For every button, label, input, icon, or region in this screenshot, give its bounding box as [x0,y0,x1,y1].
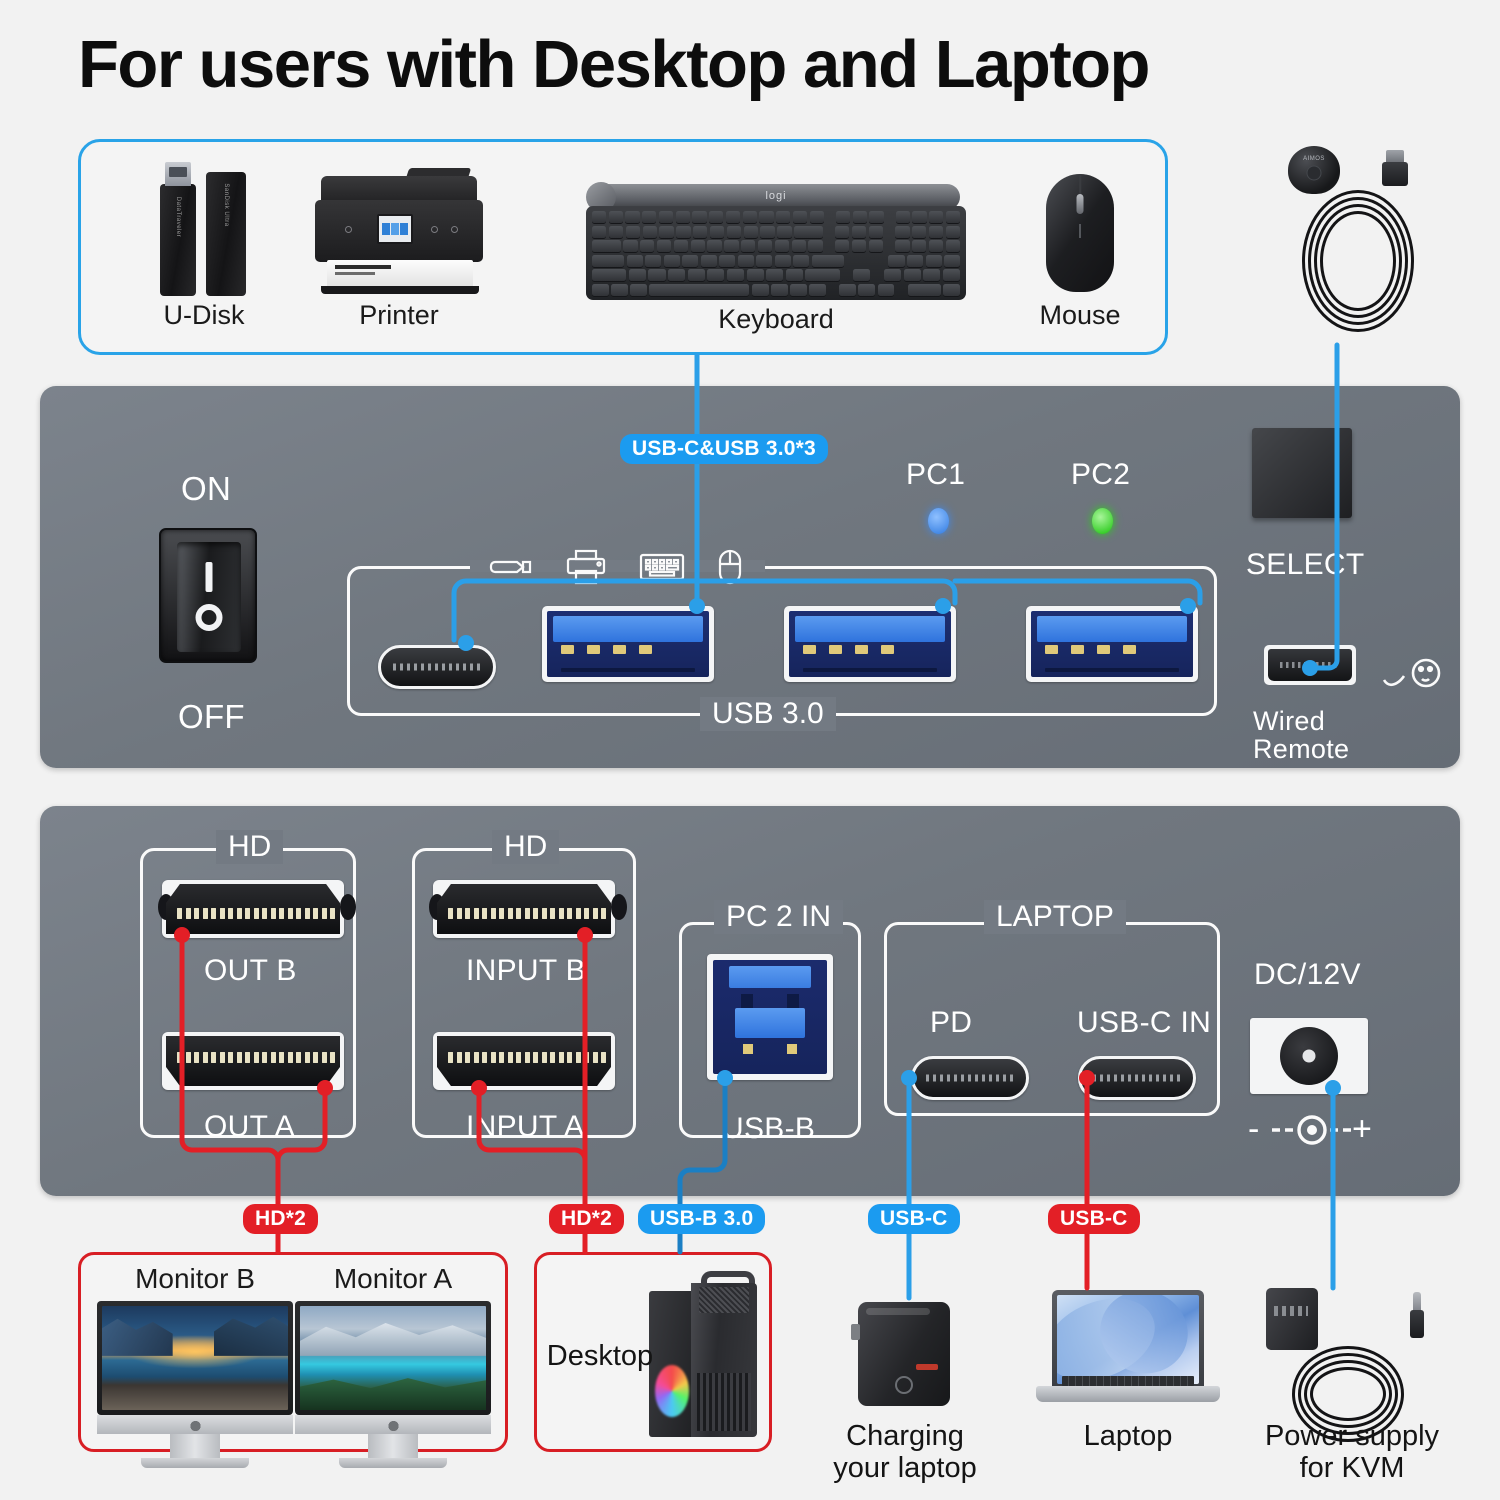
usb-drive-icon [487,549,533,585]
dc-label: DC/12V [1254,958,1361,991]
hd-input-group-label: HD [492,830,560,864]
peripheral-mouse: Mouse [1019,164,1141,331]
hdmi-out-a-port[interactable] [162,1032,344,1090]
keyboard-icon: logi [576,168,976,300]
desktop-group-box [534,1252,772,1452]
polarity-minus: - [1248,1110,1260,1148]
out-b-label: OUT B [204,954,297,987]
power-on-label: ON [181,470,232,507]
power-rocker-switch[interactable] [159,528,257,663]
peripheral-printer: Printer [299,164,499,331]
pd-label: PD [930,1006,973,1039]
select-label: SELECT [1246,548,1365,581]
keyboard-brand: logi [765,190,787,202]
out-a-label: OUT A [204,1110,295,1143]
usb3-port-2[interactable] [784,606,956,682]
wired-remote-label-2: Remote [1253,734,1350,764]
usb-b-port[interactable] [707,954,833,1080]
printer-icon [299,164,499,296]
monitors-group-box: Monitor B Monitor A [78,1252,508,1468]
monitor-b: Monitor B [97,1263,293,1468]
peripheral-keyboard: logi [576,168,976,335]
laptop-label: Laptop [1083,1420,1173,1452]
psu-label-1: Power supply [1264,1420,1440,1452]
mouse-icon [715,549,745,585]
polarity-icon [1248,1112,1376,1148]
usb3-group-label: USB 3.0 [700,697,836,731]
desktop-tower-icon [649,1271,759,1437]
cable-badge-hd2-input: HD*2 [549,1204,624,1234]
power-off-label: OFF [178,698,245,735]
select-button[interactable] [1252,428,1352,518]
usb3-port-1[interactable] [542,606,714,682]
usbc-host-port[interactable] [378,645,496,689]
cable-badge-hd2-out: HD*2 [243,1204,318,1234]
wired-remote-device: AIMOS [1278,140,1468,360]
hdmi-out-b-port[interactable] [158,880,356,938]
input-a-label: INPUT A [466,1110,585,1143]
cable-badge-usbc-pd: USB-C [868,1204,960,1234]
usb-flash-drive-icon: DataTraveler SanDisk Ultra [121,162,287,296]
pc2-label: PC2 [1071,458,1131,491]
keyboard-icon [639,549,685,585]
page-title: For users with Desktop and Laptop [78,27,1150,102]
cable-badge-usbb30: USB-B 3.0 [638,1204,766,1234]
remote-button-icon[interactable]: AIMOS [1288,146,1340,194]
charging-label-1: Charging [846,1420,964,1452]
peripheral-label: Keyboard [718,304,834,334]
laptop-charger-icon [851,1302,950,1406]
laptop-group-label: LAPTOP [984,900,1126,934]
wired-remote-label-1: Wired [1253,706,1326,736]
cable-badge-usbc-laptop: USB-C [1048,1204,1140,1234]
pc2-led [1092,508,1113,534]
peripheral-label: Printer [359,300,439,330]
dc-power-jack[interactable] [1250,1018,1368,1094]
printer-icon [563,549,609,585]
peripherals-group-box: DataTraveler SanDisk Ultra U-Disk [78,139,1168,355]
cable-badge-usbc-usb3: USB-C&USB 3.0*3 [620,434,828,464]
micro-usb-plug-icon [1382,150,1408,186]
monitor-b-label: Monitor B [135,1263,255,1294]
hd-out-group-label: HD [216,830,284,864]
peripheral-label: Mouse [1039,300,1121,330]
hdmi-input-a-port[interactable] [433,1032,615,1090]
mouse-icon [1019,164,1141,296]
power-supply-icon [1252,1288,1442,1448]
peripheral-label: U-Disk [163,300,245,330]
monitor-a: Monitor A [295,1263,491,1468]
usb3-port-3[interactable] [1026,606,1198,682]
wired-remote-jack[interactable] [1264,645,1356,685]
usb-b-label: USB-B [722,1112,816,1145]
pc1-label: PC1 [906,458,966,491]
desktop-label: Desktop [546,1340,654,1372]
cable-coil-icon [1300,188,1420,338]
monitor-a-label: Monitor A [333,1263,453,1294]
usbc-in-port[interactable] [1078,1056,1196,1100]
pc1-led [928,508,949,534]
input-b-label: INPUT B [466,954,586,987]
remote-wave-icon [1382,650,1444,696]
laptop-icon [1036,1290,1220,1408]
apple-logo-icon [189,1418,201,1431]
peripheral-udisk: DataTraveler SanDisk Ultra U-Disk [121,162,287,331]
charging-label-2: your laptop [833,1452,977,1484]
usbc-in-label: USB-C IN [1077,1006,1212,1039]
apple-logo-icon [387,1418,399,1431]
polarity-plus: + [1352,1110,1373,1148]
pd-port[interactable] [911,1056,1029,1100]
hdmi-input-b-port[interactable] [429,880,627,938]
psu-label-2: for KVM [1299,1452,1405,1484]
pc2-in-group-label: PC 2 IN [714,900,844,934]
